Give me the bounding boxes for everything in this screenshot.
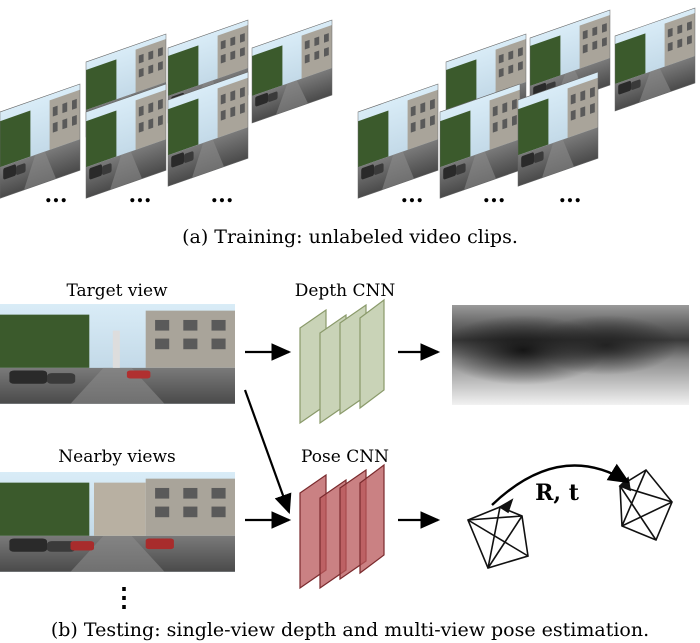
nearby-view-image [0,472,235,572]
pose-rt-label: R, t [535,480,580,506]
clip-left-frame-6 [167,71,249,187]
clip-right-frame-4 [614,7,696,112]
panel-b-caption: (b) Testing: single-view depth and multi… [51,619,649,641]
pose-output-diagram: R, t [466,463,673,569]
panel-a: ... ... ... ... ... ... (a) Training: un… [0,7,696,248]
more-views-ellipsis: ⋮ [111,583,137,613]
ellipsis-5: ... [483,182,506,208]
depth-cnn-label: Depth CNN [295,281,396,301]
arrow-target-to-pose [243,389,292,515]
clip-right-frame-1 [357,83,439,199]
depth-map-output [452,305,689,405]
depth-layer-4 [359,298,385,410]
target-view-label: Target view [66,281,168,301]
clip-left-frame-5 [85,83,167,199]
ellipsis-6: ... [559,182,582,208]
ellipsis-2: ... [129,182,152,208]
training-clip-left [0,19,333,199]
pose-transform-arrow [491,463,631,506]
pose-layer-4 [359,463,385,575]
panel-a-caption: (a) Training: unlabeled video clips. [182,226,518,248]
target-view-image [0,304,235,404]
training-clip-right [357,7,696,199]
pose-cnn-label: Pose CNN [301,447,389,467]
camera-frustum-2 [618,468,673,542]
ellipsis-1: ... [45,182,68,208]
clip-right-frame-6 [517,71,599,187]
clip-left-frame-4 [251,19,333,124]
panel-b: Target view Nearby views Depth CNN Pose … [0,281,689,641]
nearby-views-label: Nearby views [58,447,175,467]
ellipsis-3: ... [211,182,234,208]
clip-left-frame-1 [0,83,81,199]
pose-cnn-block [299,463,385,590]
ellipsis-4: ... [401,182,424,208]
depth-cnn-block [299,298,385,425]
camera-frustum-1 [466,498,529,569]
